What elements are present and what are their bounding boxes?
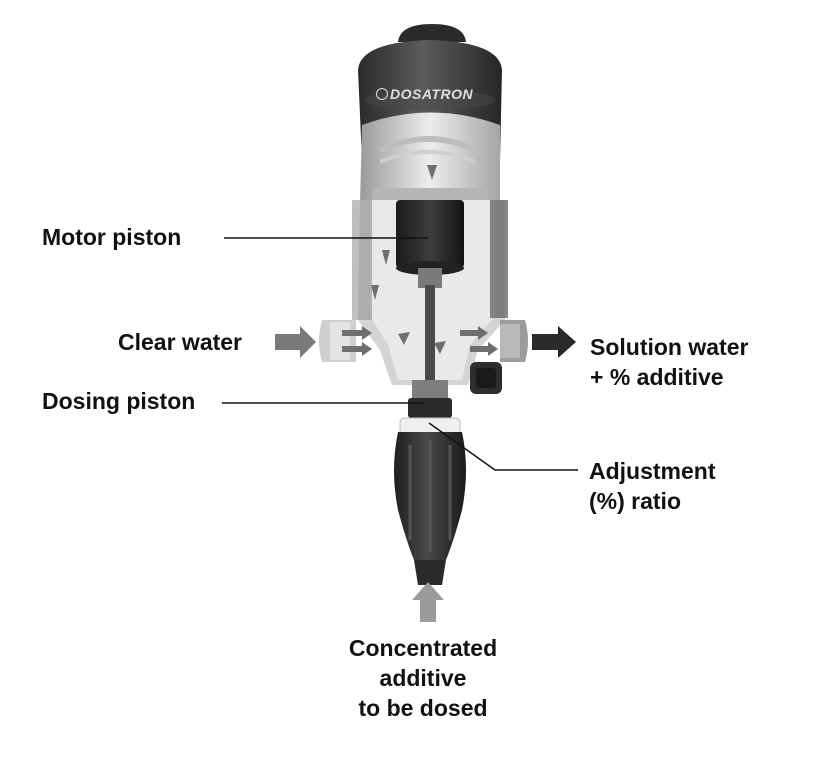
label-solution-water: Solution water + % additive: [590, 332, 748, 392]
clear-water-arrow: [275, 326, 316, 358]
motor-piston: [372, 188, 488, 288]
logo-text: DOSATRON: [390, 86, 474, 102]
concentrate-inlet-arrow: [412, 582, 444, 622]
label-concentrated-line3: to be dosed: [358, 695, 488, 721]
flow-arrows: [342, 165, 498, 356]
leader-lines: [222, 237, 578, 471]
adjustment-leader: [428, 422, 578, 471]
dosatron-logo: DOSATRON: [376, 86, 473, 102]
dosing-piston-rod: [408, 285, 452, 418]
logo-mark-icon: [376, 88, 388, 100]
dosing-handle: [394, 432, 466, 585]
solution-water-arrow: [532, 326, 576, 358]
label-dosing-piston: Dosing piston: [42, 388, 196, 414]
label-concentrated-additive: Concentrated additive to be dosed: [273, 633, 573, 723]
label-motor-piston: Motor piston: [42, 224, 182, 250]
label-adjustment-line1: Adjustment: [589, 458, 716, 484]
label-adjustment-ratio: Adjustment (%) ratio: [589, 456, 716, 516]
label-concentrated-line2: additive: [379, 665, 467, 691]
label-concentrated-line1: Concentrated: [348, 635, 498, 661]
label-clear-water: Clear water: [118, 329, 243, 355]
side-fitting: [470, 362, 502, 394]
label-adjustment-line2: (%) ratio: [589, 488, 681, 514]
top-cap: [398, 24, 466, 42]
label-solution-water-line1: Solution water: [590, 334, 749, 360]
label-solution-water-line2: + % additive: [590, 364, 724, 390]
collar-ring: [399, 417, 461, 435]
